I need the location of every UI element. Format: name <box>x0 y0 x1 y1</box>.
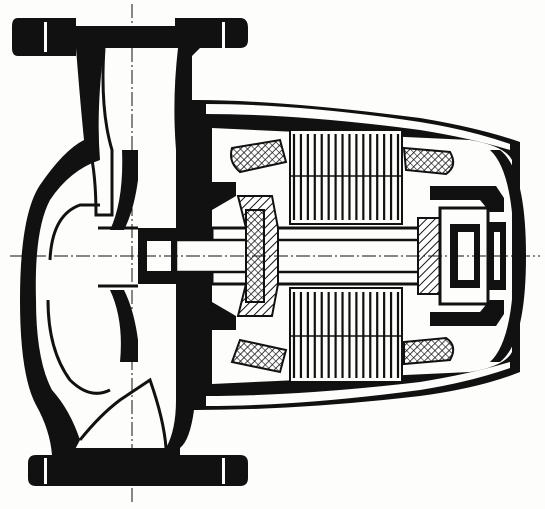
volute-curve-lower <box>46 299 111 395</box>
flange-slot <box>44 458 47 484</box>
volute-curve-upper <box>48 203 100 261</box>
winding-head-front-upper <box>230 138 288 174</box>
bottom-flange <box>28 448 248 486</box>
stator-stack <box>289 129 403 383</box>
impeller-vane-upper <box>110 150 138 230</box>
centerlines <box>10 4 540 505</box>
motor-shell-highlight <box>206 362 510 406</box>
front-bracket-upper <box>212 182 236 210</box>
volute-outer-wall <box>20 48 104 455</box>
end-cap <box>490 150 526 362</box>
front-bracket-lower <box>212 302 236 330</box>
stator-laminations <box>290 134 402 378</box>
winding-head-rear-lower <box>403 336 455 366</box>
rear-bracket-lower <box>430 300 504 326</box>
winding-head-rear-upper <box>402 146 455 176</box>
outlet-passage <box>78 377 168 449</box>
rear-bearing-bore <box>458 232 474 280</box>
inlet-passage <box>88 47 114 217</box>
impeller-vane-lower <box>110 290 138 362</box>
flange-slot <box>44 22 47 52</box>
flange-slot <box>222 22 225 52</box>
winding-head-front-lower <box>230 338 288 374</box>
stator-winding-heads <box>230 138 455 374</box>
flange-slot <box>222 458 225 484</box>
rear-bracket-upper <box>430 186 504 212</box>
motor-shell-highlight <box>206 104 510 150</box>
top-flange <box>12 18 248 100</box>
end-cap-ribs <box>520 159 529 353</box>
